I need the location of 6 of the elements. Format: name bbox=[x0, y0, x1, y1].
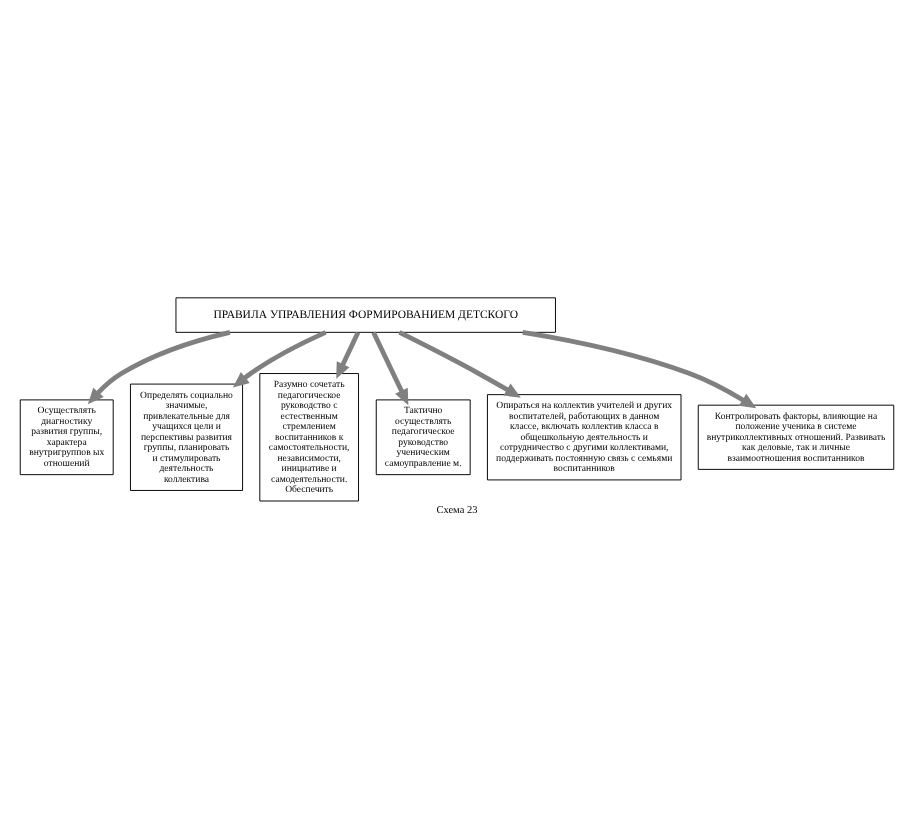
arrow bbox=[522, 329, 757, 408]
arrow bbox=[87, 329, 231, 404]
arrow bbox=[371, 330, 409, 405]
arrow bbox=[336, 330, 361, 378]
arrow bbox=[398, 329, 521, 397]
arrow bbox=[232, 329, 327, 387]
